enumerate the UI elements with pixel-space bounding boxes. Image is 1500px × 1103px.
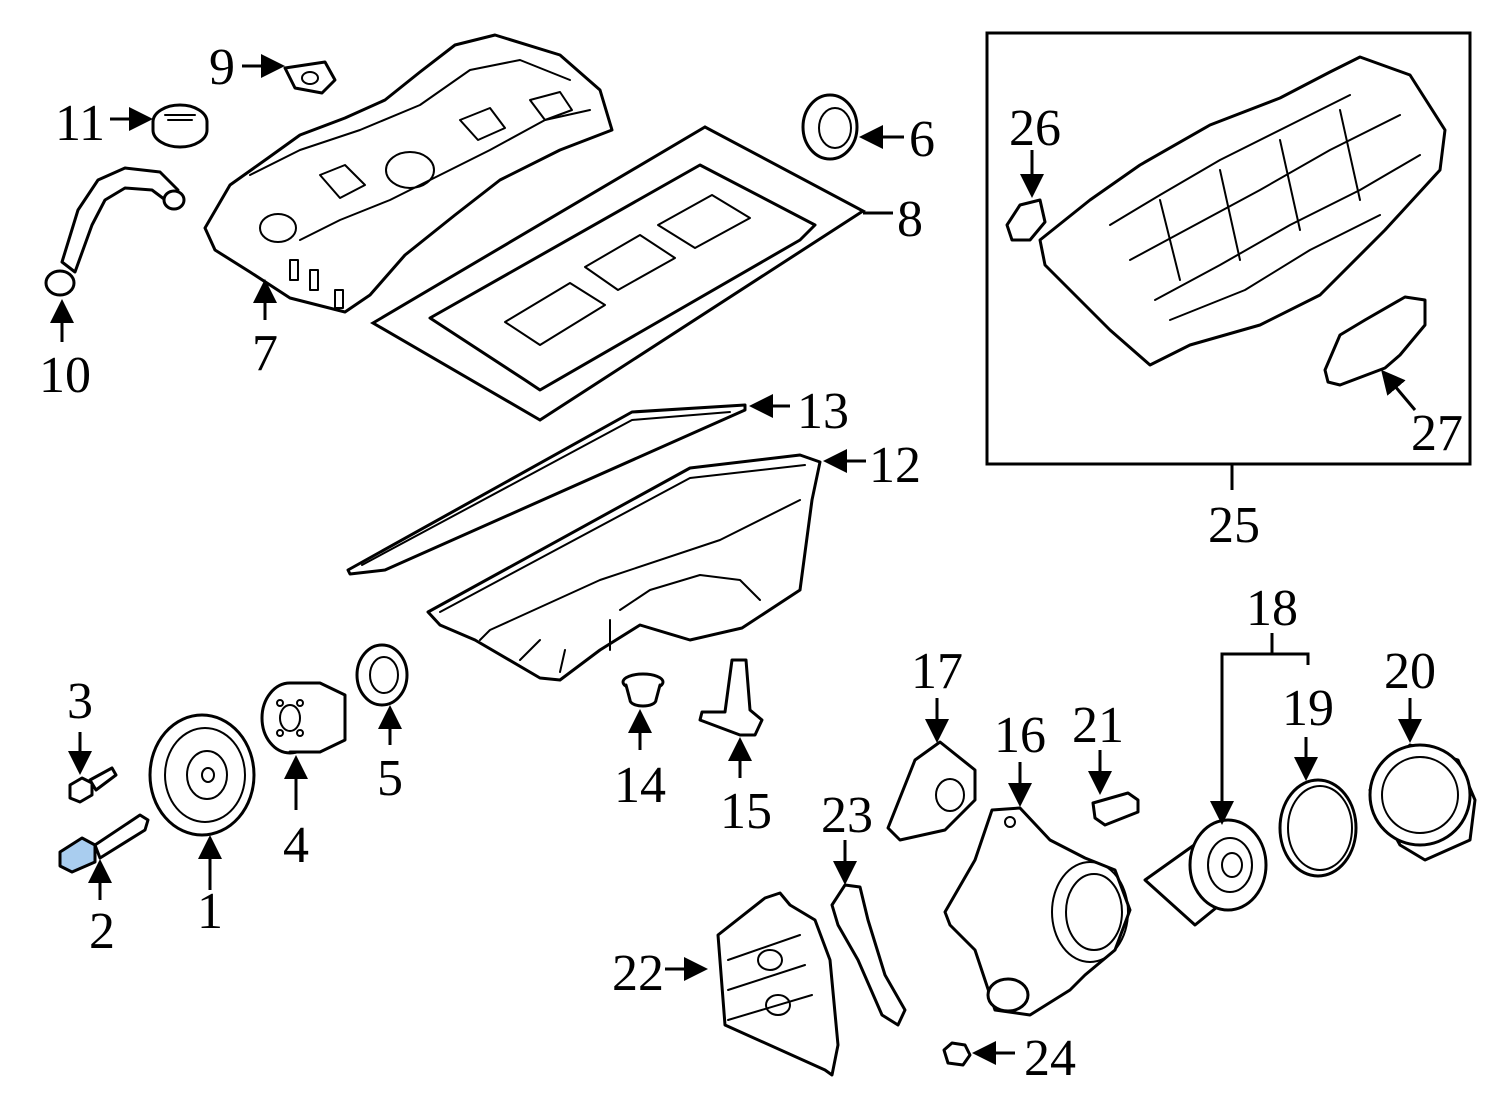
callout-10[interactable]: 10 [39,347,91,404]
gasket-17-part[interactable] [886,740,977,842]
callout-18[interactable]: 18 [1246,580,1298,637]
callout-1[interactable]: 1 [197,883,223,940]
callout-8[interactable]: 8 [897,191,923,248]
sensor-21-part[interactable] [1091,791,1140,827]
gasket-26-part[interactable] [1005,198,1047,242]
callout-14[interactable]: 14 [614,757,666,814]
bolt-3-part[interactable] [68,766,118,804]
callout-22[interactable]: 22 [612,945,664,1002]
seal-ring-6-part[interactable] [801,93,859,161]
callout-23[interactable]: 23 [821,787,873,844]
callout-labels: 1 2 3 4 5 6 7 8 9 10 11 12 13 14 15 16 1… [39,39,1463,1087]
callout-21[interactable]: 21 [1072,697,1124,754]
callout-26[interactable]: 26 [1009,100,1061,157]
callout-20[interactable]: 20 [1384,643,1436,700]
callout-5[interactable]: 5 [377,750,403,807]
crank-pulley-part[interactable] [148,713,256,837]
oil-filter-part[interactable] [1143,818,1268,927]
seal-5-part[interactable] [355,643,409,707]
callout-2[interactable]: 2 [89,903,115,960]
callout-6[interactable]: 6 [909,111,935,168]
gasket-23-part[interactable] [830,883,907,1027]
filter-cap-part[interactable] [1368,743,1477,862]
oil-filler-cap-part[interactable] [151,103,209,149]
gasket-9-part[interactable] [283,60,337,95]
oil-level-sensor-part[interactable] [698,658,764,737]
oil-cooler-part[interactable] [716,891,840,1077]
callout-24[interactable]: 24 [1024,1030,1076,1087]
intake-manifold-box [985,31,1472,466]
callout-19[interactable]: 19 [1282,680,1334,737]
oil-pan-part[interactable] [426,453,822,682]
crank-bolt-part[interactable] [58,813,150,874]
leader-lines [50,54,1422,1065]
callout-9[interactable]: 9 [209,39,235,96]
callout-13[interactable]: 13 [797,383,849,440]
callout-4[interactable]: 4 [283,817,309,874]
plug-14-part[interactable] [621,672,665,708]
valve-cover-gasket-part[interactable] [370,125,866,422]
callout-3[interactable]: 3 [67,673,93,730]
valve-cover-part[interactable] [203,33,614,314]
nut-24-part[interactable] [942,1041,972,1067]
gasket-27-part[interactable] [1323,295,1427,387]
callout-17[interactable]: 17 [911,643,963,700]
callout-12[interactable]: 12 [869,437,921,494]
o-ring-19-part[interactable] [1278,778,1358,878]
intake-manifold-part[interactable] [1038,55,1447,367]
oil-filter-housing-part[interactable] [943,806,1132,1017]
callout-25[interactable]: 25 [1208,497,1260,554]
callout-27[interactable]: 27 [1411,405,1463,462]
callout-16[interactable]: 16 [994,707,1046,764]
callout-7[interactable]: 7 [252,325,278,382]
oil-pan-gasket-part[interactable] [346,403,747,576]
callout-15[interactable]: 15 [720,783,772,840]
callout-11[interactable]: 11 [55,95,105,152]
hub-4-part[interactable] [260,681,347,755]
ventilation-hose-part[interactable] [44,166,186,297]
